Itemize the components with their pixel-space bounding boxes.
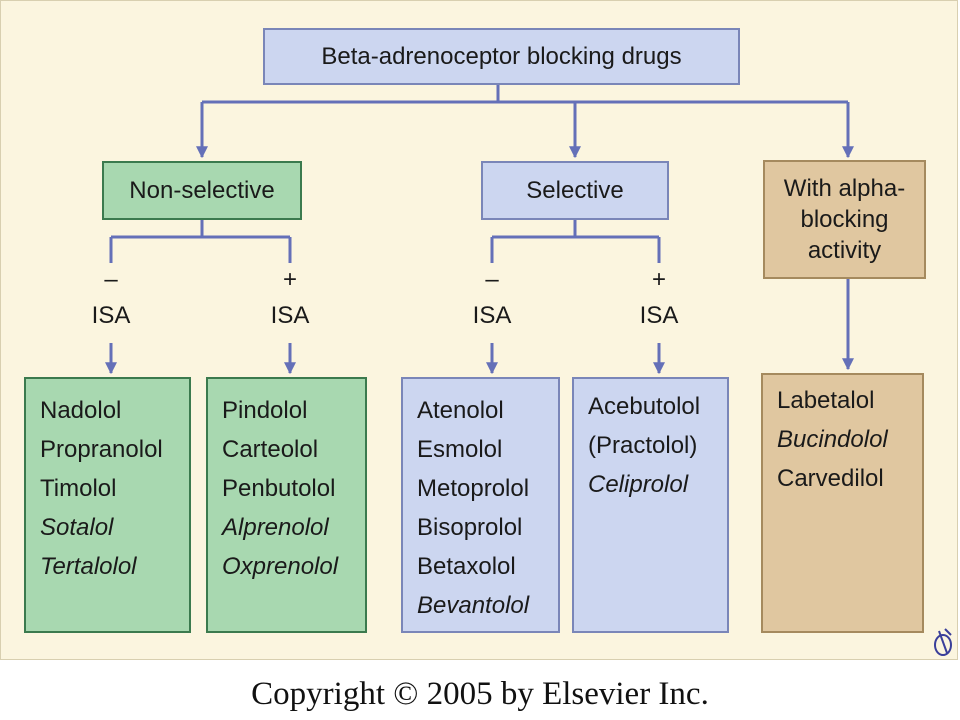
copyright-notice: Copyright © 2005 by Elsevier Inc. bbox=[251, 676, 709, 712]
drug-name: Bucindolol bbox=[777, 426, 888, 453]
publisher-logo-icon bbox=[934, 628, 952, 656]
isa-plus-nonselective: + ISA bbox=[250, 267, 330, 329]
drug-name: Sotalol bbox=[40, 514, 114, 541]
alpha-blocking-box: With alpha- blocking activity bbox=[763, 160, 926, 279]
drug-list-selective-plus-isa: Acebutolol (Practolol) Celiprolol bbox=[572, 377, 729, 633]
drug-name: Propranolol bbox=[40, 436, 163, 463]
drug-name: Labetalol bbox=[777, 387, 875, 414]
title-box: Beta-adrenoceptor blocking drugs bbox=[263, 28, 740, 85]
drug-name: Carteolol bbox=[222, 436, 319, 463]
isa-sign: – bbox=[104, 266, 118, 293]
drug-name: Celiprolol bbox=[588, 471, 689, 498]
drug-name: Pindolol bbox=[222, 397, 308, 424]
non-selective-label: Non-selective bbox=[129, 177, 275, 204]
drug-name: (Practolol) bbox=[588, 432, 698, 459]
isa-sign: + bbox=[651, 266, 666, 293]
selective-box: Selective bbox=[481, 161, 669, 220]
selective-label: Selective bbox=[526, 177, 624, 204]
isa-plus-selective: + ISA bbox=[619, 267, 699, 329]
isa-label: ISA bbox=[270, 302, 310, 329]
drug-name: Esmolol bbox=[417, 436, 503, 463]
diagram-panel: Beta-adrenoceptor blocking drugs Non-sel… bbox=[0, 0, 958, 660]
isa-minus-nonselective: – ISA bbox=[71, 267, 151, 329]
title-text: Beta-adrenoceptor blocking drugs bbox=[321, 43, 682, 70]
drug-name: Tertalolol bbox=[40, 553, 137, 580]
connector-lines bbox=[105, 84, 854, 375]
isa-sign: + bbox=[282, 266, 297, 293]
drug-name: Oxprenolol bbox=[222, 553, 339, 580]
drug-name: Atenolol bbox=[417, 397, 504, 424]
alpha-label-line-1: With alpha- bbox=[783, 175, 906, 202]
isa-sign: – bbox=[485, 266, 499, 293]
drug-name: Bevantolol bbox=[417, 592, 530, 619]
drug-name: Penbutolol bbox=[222, 475, 336, 502]
drug-name: Bisoprolol bbox=[417, 514, 523, 541]
alpha-label-line-2: blocking bbox=[800, 206, 889, 233]
drug-name: Alprenolol bbox=[222, 514, 329, 541]
alpha-label-line-3: activity bbox=[807, 237, 882, 264]
drug-name: Acebutolol bbox=[588, 393, 701, 420]
drug-name: Betaxolol bbox=[417, 553, 516, 580]
drug-name: Nadolol bbox=[40, 397, 122, 424]
isa-label: ISA bbox=[639, 302, 679, 329]
drug-name: Timolol bbox=[40, 475, 117, 502]
isa-minus-selective: – ISA bbox=[452, 267, 532, 329]
isa-label: ISA bbox=[91, 302, 131, 329]
non-selective-box: Non-selective bbox=[102, 161, 302, 220]
drug-name: Metoprolol bbox=[417, 475, 530, 502]
isa-label: ISA bbox=[472, 302, 512, 329]
drug-name: Carvedilol bbox=[777, 465, 884, 492]
